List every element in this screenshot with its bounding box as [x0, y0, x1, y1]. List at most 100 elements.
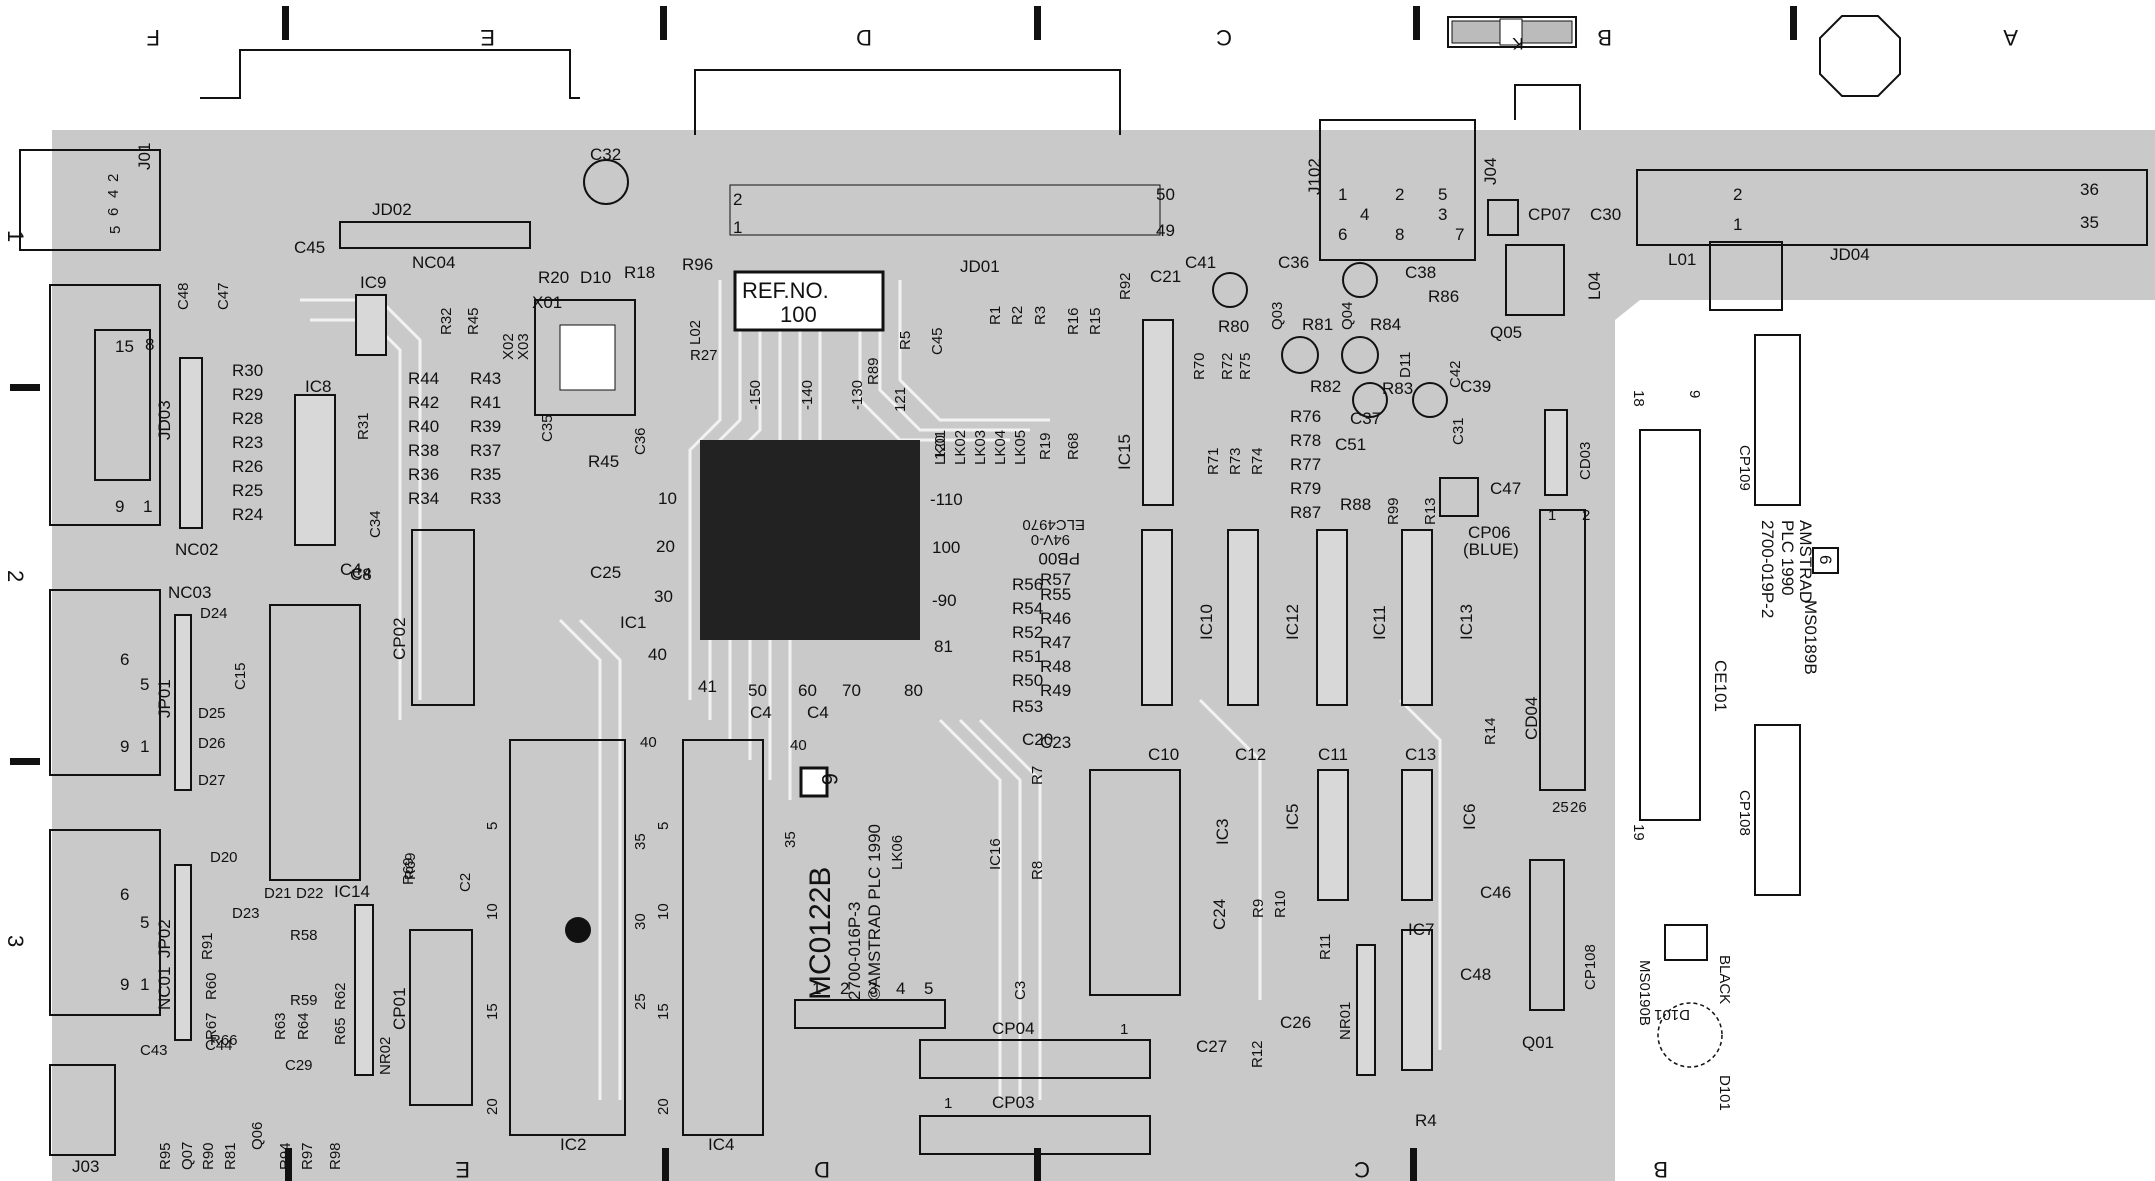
array-cd04: CD04 25 26 2 1 — [1522, 507, 1590, 816]
svg-text:15: 15 — [115, 337, 134, 356]
svg-text:C47: C47 — [215, 282, 232, 310]
jd01-label: JD01 — [960, 257, 1000, 276]
svg-text:5: 5 — [655, 822, 672, 830]
array-cd03: CD03 — [1544, 409, 1594, 496]
svg-text:80: 80 — [904, 681, 923, 700]
zone-letters-top: F E D C B A — [147, 6, 2018, 50]
connector-jp02: JP02 NC01 6 5 9 1 D20 D21 D22 D23 R91 R5… — [49, 829, 419, 1049]
svg-text:JP02: JP02 — [155, 919, 174, 958]
svg-text:C35: C35 — [539, 414, 556, 442]
caps-row-c10-c13: C10 C12 C11 C13 C20 R14 — [1022, 717, 1499, 764]
svg-text:2: 2 — [840, 979, 849, 998]
resistor-bank-center: R44 R43 R42 R41 R40 R39 R38 R37 R36 R35 … — [408, 369, 501, 508]
j102-label: J102 — [1305, 158, 1324, 195]
svg-text:IC14: IC14 — [334, 882, 370, 901]
svg-text:C46: C46 — [1480, 883, 1511, 902]
svg-text:C4: C4 — [750, 703, 772, 722]
svg-text:C27: C27 — [1196, 1037, 1227, 1056]
svg-text:JP01: JP01 — [155, 679, 174, 718]
svg-text:15: 15 — [484, 1003, 501, 1020]
svg-text:8: 8 — [1395, 225, 1404, 244]
svg-text:9: 9 — [120, 737, 129, 756]
svg-text:R69: R69 — [400, 857, 417, 885]
jd03-label: JD02 — [372, 200, 412, 219]
svg-text:R84: R84 — [1370, 315, 1401, 334]
svg-text:R60: R60 — [203, 972, 220, 1000]
ref-value: 100 — [780, 302, 817, 327]
svg-text:R69: R69 — [402, 852, 419, 880]
svg-text:2: 2 — [1395, 185, 1404, 204]
svg-text:R28: R28 — [232, 409, 263, 428]
svg-text:CP04: CP04 — [992, 1019, 1035, 1038]
connector-cp03: CP03 1 — [919, 1093, 1151, 1155]
svg-text:4: 4 — [896, 979, 905, 998]
svg-text:9: 9 — [115, 497, 124, 516]
svg-text:Q06: Q06 — [249, 1122, 266, 1150]
svg-text:C3: C3 — [1012, 981, 1029, 1000]
zone-number-3: 3 — [3, 935, 28, 947]
svg-text:R72: R72 — [1219, 352, 1236, 380]
svg-text:6: 6 — [105, 208, 122, 216]
svg-text:6: 6 — [817, 773, 842, 785]
part-number-main: MC0122B — [804, 867, 837, 1000]
svg-text:(BLUE): (BLUE) — [1463, 540, 1519, 559]
ic14: IC14 NR02 — [269, 604, 394, 1076]
svg-text:D27: D27 — [198, 772, 226, 789]
svg-text:R68: R68 — [1065, 432, 1082, 460]
connector-cp02: CP02 C4 C8 — [340, 529, 475, 706]
svg-text:D20: D20 — [210, 849, 238, 866]
zone-letter-b: B — [1597, 25, 1612, 50]
svg-text:6: 6 — [120, 885, 129, 904]
svg-text:D25: D25 — [198, 705, 226, 722]
svg-text:IC7: IC7 — [1408, 920, 1434, 939]
zone-number-2: 2 — [3, 570, 28, 582]
svg-text:R78: R78 — [1290, 431, 1321, 450]
svg-text:R91: R91 — [199, 932, 216, 960]
connector-cp07: CP108 — [1529, 859, 1599, 1011]
svg-text:7: 7 — [1455, 225, 1464, 244]
svg-text:C25: C25 — [590, 563, 621, 582]
svg-text:-90: -90 — [932, 591, 957, 610]
svg-text:LK06: LK06 — [889, 835, 906, 870]
connector-cp01: CP01 — [390, 929, 473, 1106]
svg-text:X01: X01 — [532, 293, 562, 312]
svg-text:R82: R82 — [1310, 377, 1341, 396]
svg-text:C4: C4 — [807, 703, 829, 722]
svg-text:IC16: IC16 — [987, 838, 1004, 870]
svg-text:D21: D21 — [264, 885, 292, 902]
svg-text:70: 70 — [842, 681, 861, 700]
svg-text:C51: C51 — [1335, 435, 1366, 454]
svg-text:1: 1 — [143, 497, 152, 516]
resistors-top: R1 R2 R3 R16 R15 R92 R89 R5 C45 L02 R27 — [687, 272, 1134, 385]
svg-text:C21: C21 — [1150, 267, 1181, 286]
svg-text:R39: R39 — [470, 417, 501, 436]
connector-jd04: 2 1 36 35 JD04 L01 — [1636, 169, 2148, 311]
svg-text:1: 1 — [733, 218, 742, 237]
ic5: IC5 — [1283, 769, 1349, 901]
svg-text:40: 40 — [640, 734, 657, 751]
zone-letters-bottom: E D C B — [285, 1148, 1668, 1181]
svg-text:C39: C39 — [1460, 377, 1491, 396]
svg-text:J04: J04 — [1481, 158, 1500, 185]
svg-text:D101: D101 — [1654, 1006, 1690, 1023]
svg-text:CD04: CD04 — [1522, 697, 1541, 740]
svg-text:C44: C44 — [205, 1037, 233, 1054]
svg-text:9: 9 — [1686, 390, 1703, 398]
svg-text:35: 35 — [632, 833, 649, 850]
svg-text:2: 2 — [733, 190, 742, 209]
svg-text:R5: R5 — [897, 331, 914, 350]
svg-text:R34: R34 — [408, 489, 439, 508]
svg-text:CP06: CP06 — [1468, 523, 1511, 542]
ic2: IC2 40 35 30 25 20 15 10 5 — [484, 734, 657, 1154]
svg-text:C10: C10 — [1148, 745, 1179, 764]
svg-text:R88: R88 — [1340, 495, 1371, 514]
svg-text:C11: C11 — [1318, 745, 1348, 764]
crystal-x01: X01 X02 X03 D10 R20 R18 R96 — [500, 255, 713, 416]
svg-text:1: 1 — [944, 1095, 952, 1112]
svg-text:R19: R19 — [1037, 432, 1054, 460]
ic1-label: IC1 — [620, 613, 646, 632]
svg-text:10: 10 — [658, 489, 677, 508]
svg-text:26: 26 — [1570, 799, 1587, 816]
svg-text:R31: R31 — [355, 412, 372, 440]
svg-text:C47: C47 — [1490, 479, 1521, 498]
